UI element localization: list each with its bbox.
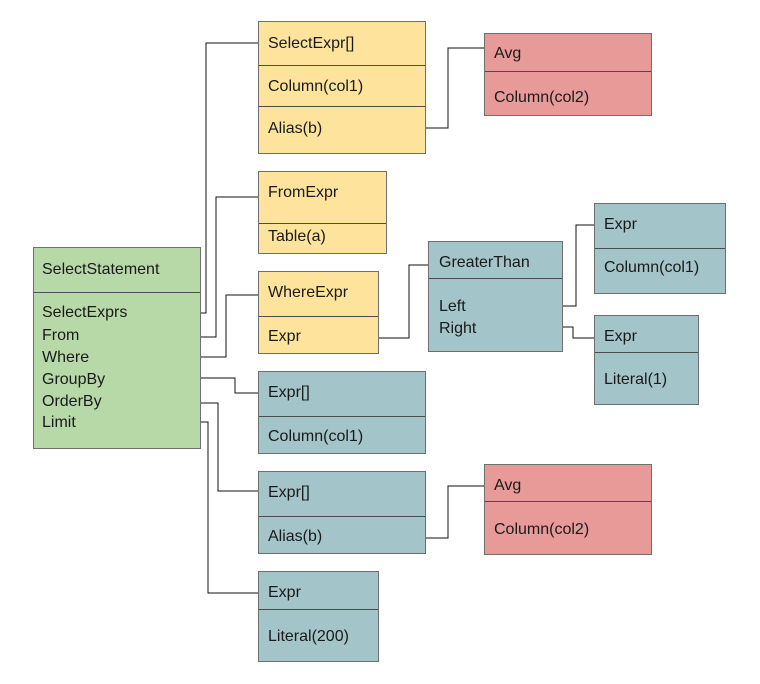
node-row: Literal(1): [604, 371, 668, 388]
node-title: SelectExpr[]: [268, 35, 355, 52]
node-title: WhereExpr: [268, 284, 349, 301]
field-from: From: [42, 327, 80, 344]
node-title: Expr: [604, 216, 637, 233]
divider: [259, 106, 425, 107]
node-row: Left: [439, 298, 466, 315]
node-row: Column(col1): [268, 78, 364, 95]
divider: [429, 278, 562, 279]
node-title: Avg: [494, 477, 522, 494]
select-statement-node: SelectStatement SelectExprs From Where G…: [33, 247, 201, 449]
node-title: Expr: [268, 584, 301, 601]
node-row: Column(col2): [494, 89, 590, 106]
expr-literal-1-node: Expr Literal(1): [594, 315, 699, 405]
node-title: FromExpr: [268, 184, 339, 201]
greater-than-node: GreaterThan Left Right: [428, 241, 563, 352]
divider: [485, 71, 651, 72]
groupby-expr-node: Expr[] Column(col1): [258, 371, 426, 454]
divider: [595, 352, 698, 353]
node-row: Table(a): [268, 228, 326, 245]
field-limit: Limit: [42, 414, 76, 431]
node-title: Expr[]: [268, 384, 310, 401]
divider: [259, 609, 378, 610]
node-row: Alias(b): [268, 528, 323, 545]
expr-column-col1-node: Expr Column(col1): [594, 203, 726, 294]
node-row: Expr: [268, 328, 301, 345]
node-row: Alias(b): [268, 120, 323, 137]
divider: [259, 316, 378, 317]
field-where: Where: [42, 349, 90, 366]
divider: [595, 248, 725, 249]
field-selectexprs: SelectExprs: [42, 304, 128, 321]
divider: [259, 416, 425, 417]
divider: [259, 65, 425, 66]
field-orderby: OrderBy: [42, 393, 102, 410]
orderby-expr-node: Expr[] Alias(b): [258, 471, 426, 554]
node-title: Avg: [494, 45, 522, 62]
field-groupby: GroupBy: [42, 371, 106, 388]
node-row: Right: [439, 320, 477, 337]
node-row: Column(col1): [268, 428, 364, 445]
node-row: Column(col1): [604, 259, 700, 276]
divider: [34, 292, 200, 293]
where-expr-node: WhereExpr Expr: [258, 271, 379, 354]
from-expr-node: FromExpr Table(a): [258, 171, 387, 254]
divider: [259, 223, 386, 224]
node-title: SelectStatement: [42, 261, 160, 278]
node-title: Expr[]: [268, 484, 310, 501]
select-expr-node: SelectExpr[] Column(col1) Alias(b): [258, 21, 426, 154]
node-title: Expr: [604, 328, 637, 345]
divider: [485, 501, 651, 502]
limit-expr-node: Expr Literal(200): [258, 571, 379, 662]
node-row: Literal(200): [268, 628, 349, 645]
avg-node-bottom: Avg Column(col2): [484, 464, 652, 555]
avg-node-top: Avg Column(col2): [484, 33, 652, 116]
node-title: GreaterThan: [439, 254, 530, 271]
divider: [259, 516, 425, 517]
node-row: Column(col2): [494, 521, 590, 538]
